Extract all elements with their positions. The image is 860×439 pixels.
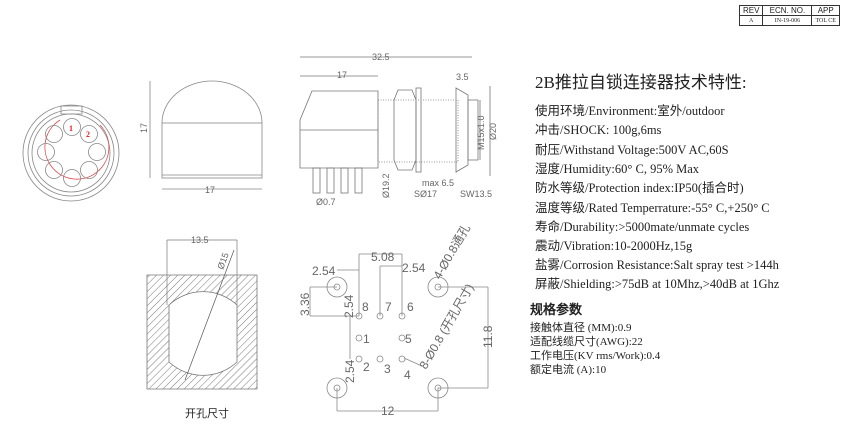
rev-header: REV (738, 5, 764, 16)
param-line: 适配线缆尺寸(AWG):22 (530, 336, 643, 348)
connector-side-view (299, 56, 491, 194)
pin-number: 8 (362, 300, 369, 314)
pin-hole-note: 8-Ø0.8 (开孔尺寸) (416, 281, 476, 371)
width-dim: 12 (381, 404, 395, 418)
rev-value: A (738, 15, 764, 26)
app-value: TOL CE (811, 15, 840, 26)
dome-height-dim: 17 (139, 123, 149, 133)
spec-line: 温度等级/Rated Temperrature:-55° C,+250° C (535, 201, 770, 215)
title-block: REV ECN. NO. APP A IN-19-006 TOL CE (738, 5, 840, 26)
spec-line: 冲击/SHOCK: 100g,6ms (535, 123, 662, 137)
param-line: 工作电压(KV rms/Work):0.4 (530, 350, 661, 362)
face-pin-label: 1 (69, 124, 73, 133)
param-line: 额定电流 (A):10 (530, 364, 607, 376)
panel-cutout-view (146, 239, 258, 390)
connector-face-view (22, 104, 120, 202)
panel-thickness-dim: max 6.5 (422, 178, 454, 188)
spec-line: 防水等级/Protection index:IP50(插合时) (535, 181, 744, 195)
pin-number: 2 (363, 360, 370, 374)
spec-line: 耐压/Withstand Voltage:500V AC,60S (535, 143, 729, 157)
ecn-value: IN-19-006 (762, 15, 813, 26)
cutout-label: 开孔尺寸 (185, 408, 229, 420)
overall-length-dim: 32.5 (372, 52, 390, 62)
cutout-diameter-dim: Ø15 (215, 251, 230, 270)
spec-line: 屏蔽/Shielding:>75dB at 10Mhz,>40dB at 1Gh… (535, 277, 780, 291)
spec-line: 盐雾/Corrosion Resistance:Salt spray test … (535, 258, 779, 272)
cutout-width-dim: 13.5 (191, 235, 209, 245)
body-length-dim: 17 (337, 70, 347, 80)
nut-diameter-dim: Ø19.2 (381, 173, 391, 198)
dome-side-view (149, 80, 263, 190)
specs-title: 2B推拉自锁连接器技术特性: (535, 73, 747, 92)
pcb-hole-layout (309, 253, 489, 412)
right-offset-dim: 2.54 (402, 261, 426, 275)
row-pitch-dim: 2.54 (342, 294, 356, 318)
ecn-header: ECN. NO. (762, 5, 813, 16)
pin-numbers: 8 7 6 1 5 2 3 4 (362, 300, 414, 382)
flange-dim: 3.5 (456, 72, 469, 82)
pin-number: 4 (404, 368, 411, 382)
vertical-offset-dim: 3.36 (298, 292, 312, 316)
spec-line: 寿命/Durability:>5000mate/unmate cycles (535, 220, 750, 234)
height-dim: 11.8 (481, 325, 495, 348)
face-pin-label: 2 (86, 130, 90, 139)
pin-number: 6 (407, 300, 414, 314)
left-offset-dim: 2.54 (312, 264, 336, 278)
pin-number: 7 (385, 300, 392, 314)
pin-number: 5 (405, 332, 412, 346)
spec-line: 震动/Vibration:10-2000Hz,15g (535, 239, 693, 253)
dome-width-dim: 17 (205, 185, 215, 195)
wrench-dim: SW13.5 (460, 189, 492, 199)
pin-number: 3 (384, 362, 391, 376)
pin-number: 1 (363, 332, 370, 346)
thread-dim: M15x1.0 (476, 115, 486, 150)
params-title: 规格参数 (530, 303, 583, 318)
nut-dim: SØ17 (414, 189, 437, 199)
mount-hole-note: 4-Ø0.8通孔 (430, 222, 472, 282)
spec-line: 使用环境/Environment:室外/outdoor (535, 104, 725, 118)
spec-line: 湿度/Humidity:60° C, 95% Max (535, 162, 700, 176)
diameter-dim: Ø20 (488, 123, 498, 140)
app-header: APP (811, 5, 840, 16)
pin-diameter-dim: Ø0.7 (316, 197, 336, 207)
param-line: 接触体直径 (MM):0.9 (530, 322, 632, 334)
row-pitch-dim-2: 2.54 (343, 359, 357, 383)
pitch-dim: 5.08 (371, 250, 395, 264)
